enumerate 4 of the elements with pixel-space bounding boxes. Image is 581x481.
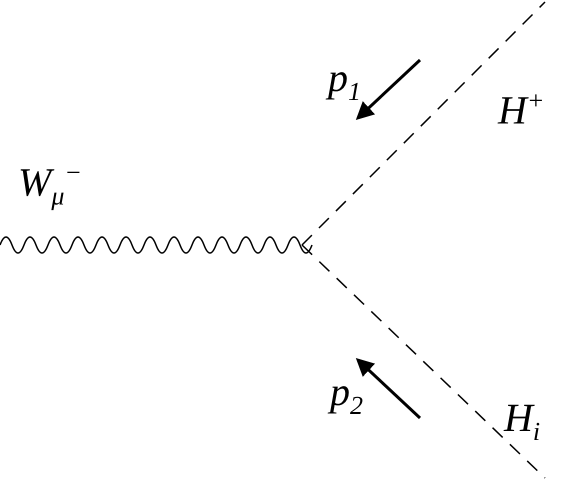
particle-label: H$^{+}$ bbox=[498, 88, 544, 130]
particle-label: H$_{i}$ bbox=[504, 398, 540, 445]
momentum-label: p$_{1}$ bbox=[328, 58, 361, 105]
momentum-label: p$_{2}$ bbox=[330, 372, 363, 419]
